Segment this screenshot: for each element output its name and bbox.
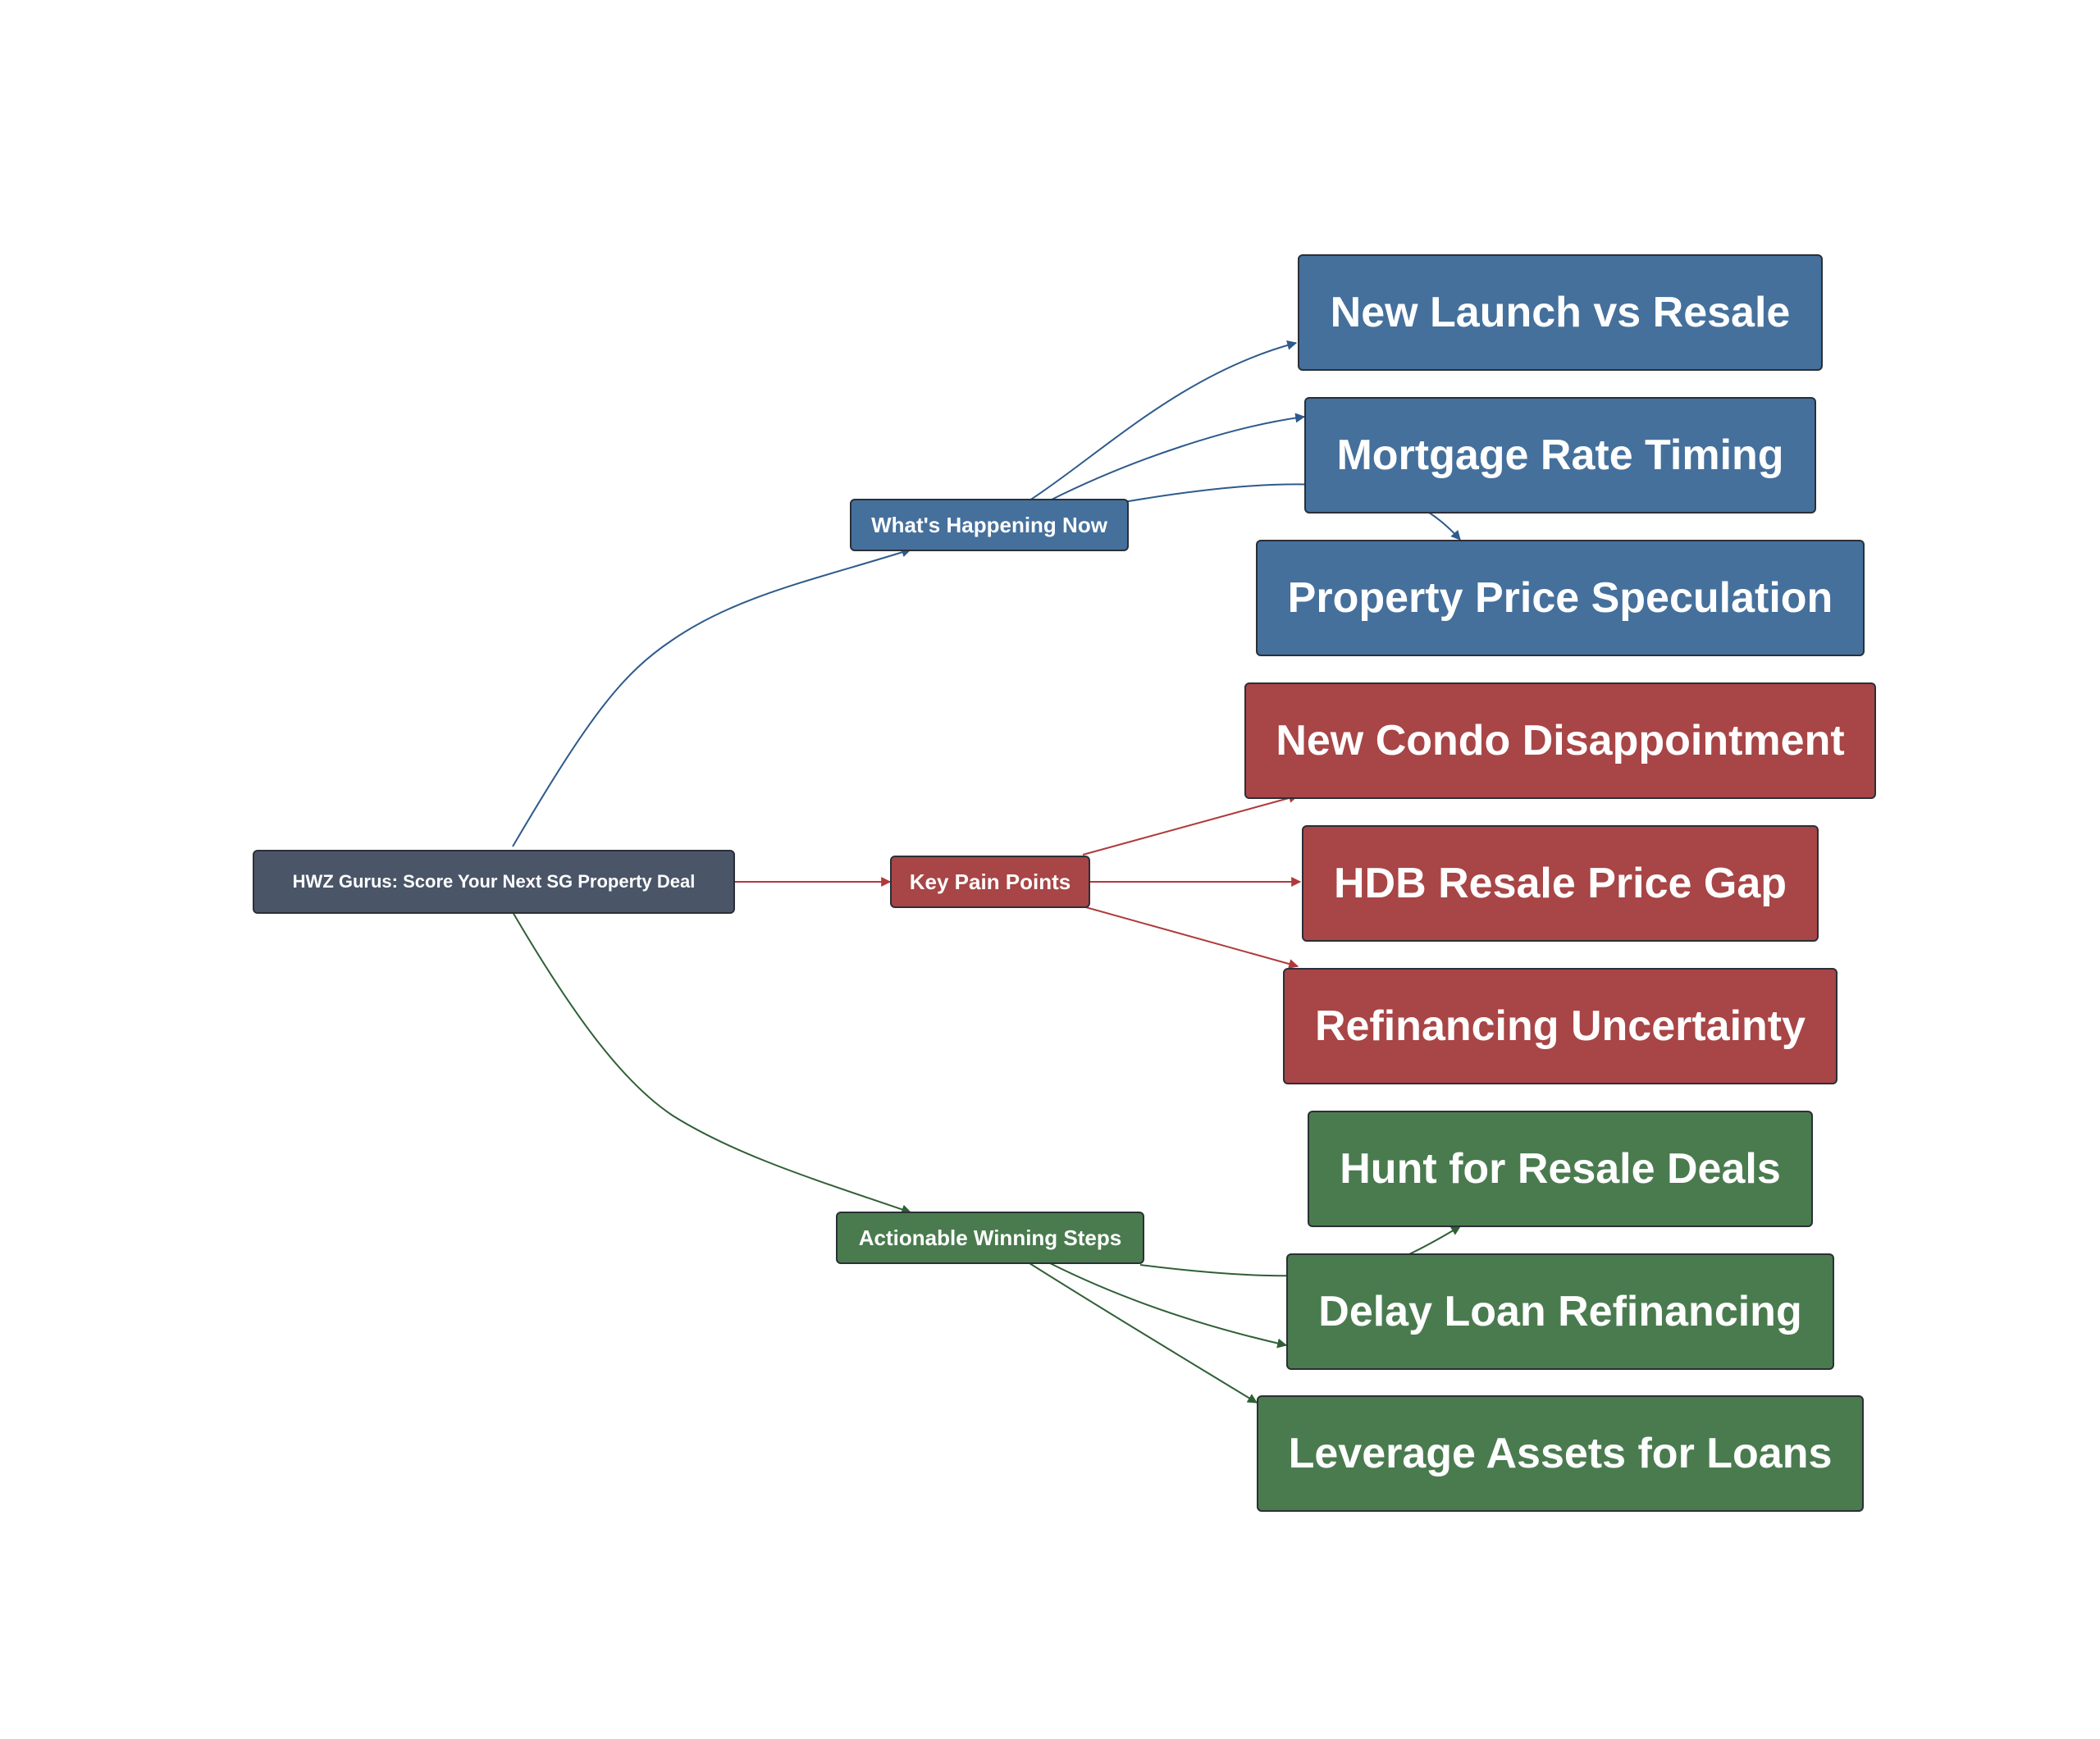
branch-actionable-winning-steps[interactable]: Actionable Winning Steps [836, 1212, 1144, 1264]
leaf-new-condo-disappointment[interactable]: New Condo Disappointment [1244, 682, 1876, 799]
leaf-label: Hunt for Resale Deals [1340, 1145, 1781, 1193]
leaf-label: New Condo Disappointment [1276, 717, 1845, 765]
branch-label: What's Happening Now [871, 512, 1107, 537]
root-node[interactable]: HWZ Gurus: Score Your Next SG Property D… [253, 850, 735, 914]
leaf-label: HDB Resale Price Gap [1333, 860, 1787, 907]
leaf-label: Refinancing Uncertainty [1314, 1002, 1806, 1050]
leaf-refinancing-uncertainty[interactable]: Refinancing Uncertainty [1283, 968, 1838, 1084]
branch-key-pain-points[interactable]: Key Pain Points [890, 856, 1090, 908]
leaf-label: Delay Loan Refinancing [1318, 1288, 1802, 1335]
root-node-label: HWZ Gurus: Score Your Next SG Property D… [292, 871, 696, 892]
edge-winning-steps-to-delay-refinancing [1049, 1262, 1288, 1349]
leaf-mortgage-rate-timing[interactable]: Mortgage Rate Timing [1304, 397, 1816, 513]
leaf-hdb-resale-price-gap[interactable]: HDB Resale Price Gap [1302, 825, 1819, 942]
edge-pain-points-to-condo [1082, 793, 1299, 856]
leaf-label: Property Price Speculation [1287, 574, 1833, 622]
leaf-label: New Launch vs Resale [1330, 289, 1791, 336]
edge-pain-points-to-refinancing [1082, 906, 1299, 969]
edge-root-to-whats-happening [512, 547, 912, 847]
leaf-label: Mortgage Rate Timing [1336, 431, 1784, 479]
leaf-property-price-speculation[interactable]: Property Price Speculation [1256, 540, 1865, 656]
branch-label: Key Pain Points [909, 869, 1071, 894]
edge-root-to-winning-steps [512, 911, 912, 1215]
edge-whats-happening-to-new-launch [1029, 340, 1298, 501]
leaf-delay-loan-refinancing[interactable]: Delay Loan Refinancing [1286, 1253, 1834, 1370]
edge-whats-happening-to-mortgage [1049, 413, 1306, 501]
leaf-label: Leverage Assets for Loans [1288, 1430, 1833, 1477]
leaf-new-launch-vs-resale[interactable]: New Launch vs Resale [1298, 254, 1823, 371]
edge-winning-steps-to-leverage [1029, 1262, 1258, 1404]
branch-whats-happening-now[interactable]: What's Happening Now [850, 499, 1129, 551]
leaf-hunt-for-resale-deals[interactable]: Hunt for Resale Deals [1308, 1111, 1813, 1227]
leaf-leverage-assets-for-loans[interactable]: Leverage Assets for Loans [1257, 1395, 1864, 1512]
branch-label: Actionable Winning Steps [858, 1225, 1122, 1250]
